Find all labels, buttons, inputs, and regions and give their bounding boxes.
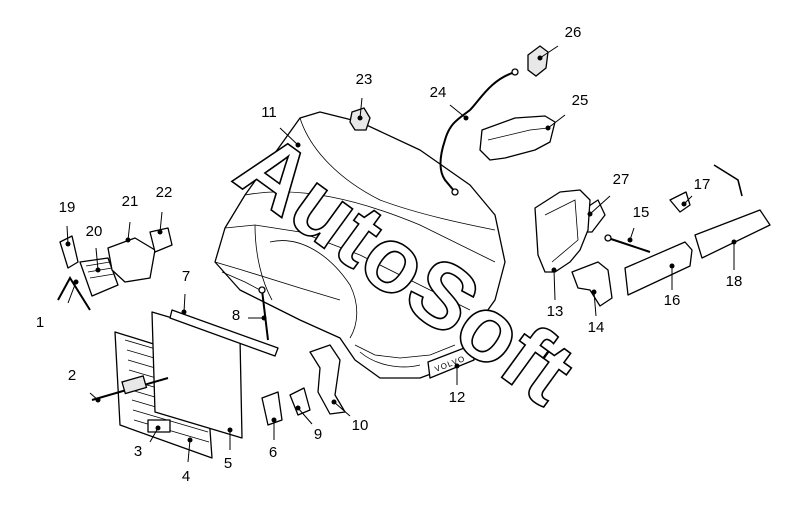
leader-line-25 bbox=[547, 114, 566, 129]
leader-line-9 bbox=[297, 407, 313, 425]
callout-label-21: 21 bbox=[122, 193, 139, 210]
leader-line-13 bbox=[553, 269, 556, 301]
leader-line-21 bbox=[127, 221, 131, 241]
hinge-bracket bbox=[289, 387, 311, 416]
corner-bracket bbox=[571, 261, 613, 307]
lamp-lens bbox=[59, 235, 79, 269]
callout-label-4: 4 bbox=[182, 468, 190, 485]
lamp-bracket bbox=[149, 227, 173, 253]
leader-dot-10 bbox=[331, 399, 337, 405]
leader-dot-18 bbox=[731, 239, 737, 245]
leader-dot-14 bbox=[591, 289, 597, 295]
leader-dot-23 bbox=[357, 115, 363, 121]
callout-label-10: 10 bbox=[352, 417, 369, 434]
leader-line-26 bbox=[539, 45, 559, 59]
callout-label-8: 8 bbox=[232, 307, 240, 324]
leader-line-4 bbox=[187, 439, 191, 463]
badge-plate: VOLVO bbox=[427, 344, 475, 379]
callout-label-9: 9 bbox=[314, 426, 322, 443]
callout-label-11: 11 bbox=[261, 104, 277, 121]
leader-dot-4 bbox=[187, 437, 193, 443]
leader-line-27 bbox=[589, 195, 611, 215]
leader-line-20 bbox=[95, 247, 99, 271]
lamp-unit bbox=[79, 257, 119, 297]
cover-panel bbox=[479, 115, 556, 161]
leader-line-19 bbox=[66, 225, 69, 245]
hinge-plate bbox=[261, 391, 283, 426]
leader-dot-2 bbox=[95, 397, 101, 403]
leader-line-14 bbox=[593, 291, 597, 317]
leader-dot-27 bbox=[587, 211, 593, 217]
bracket-part bbox=[527, 45, 549, 77]
callout-label-16: 16 bbox=[664, 292, 681, 309]
callout-label-7: 7 bbox=[182, 268, 190, 285]
leader-line-22 bbox=[159, 211, 163, 233]
callout-label-18: 18 bbox=[726, 273, 743, 290]
side-panel bbox=[534, 189, 591, 273]
leader-line-10 bbox=[333, 401, 351, 417]
hood-assembly bbox=[214, 111, 506, 379]
callout-label-24: 24 bbox=[430, 84, 447, 101]
leader-line-23 bbox=[359, 97, 363, 119]
leader-dot-25 bbox=[545, 125, 551, 131]
leader-dot-15 bbox=[627, 237, 633, 243]
callout-label-19: 19 bbox=[59, 199, 76, 216]
callout-label-20: 20 bbox=[86, 223, 103, 240]
leader-dot-9 bbox=[295, 405, 301, 411]
hook-part bbox=[57, 276, 91, 311]
hood-stay bbox=[261, 289, 269, 341]
callout-label-2: 2 bbox=[68, 367, 76, 384]
end-panel bbox=[694, 209, 771, 259]
callout-label-13: 13 bbox=[547, 303, 564, 320]
leader-dot-21 bbox=[125, 237, 131, 243]
callout-label-15: 15 bbox=[633, 204, 650, 221]
support-rod bbox=[604, 234, 651, 253]
leader-dot-19 bbox=[65, 241, 71, 247]
leader-dot-3 bbox=[155, 425, 161, 431]
release-cable bbox=[439, 68, 519, 196]
leader-line-3 bbox=[149, 427, 159, 443]
leader-dot-26 bbox=[537, 55, 543, 61]
leader-dot-6 bbox=[271, 417, 277, 423]
leader-line-24 bbox=[449, 104, 467, 119]
leader-dot-11 bbox=[295, 142, 301, 148]
leader-dot-5 bbox=[227, 427, 233, 433]
callout-label-25: 25 bbox=[572, 92, 589, 109]
leader-dot-1 bbox=[73, 279, 79, 285]
callout-label-17: 17 bbox=[694, 176, 711, 193]
leader-dot-7 bbox=[181, 309, 187, 315]
callout-label-1: 1 bbox=[36, 314, 44, 331]
leader-dot-22 bbox=[157, 229, 163, 235]
callout-label-6: 6 bbox=[269, 444, 277, 461]
step-panel bbox=[624, 241, 693, 296]
leader-dot-8 bbox=[261, 315, 267, 321]
hinge-arm bbox=[309, 344, 346, 415]
callout-label-12: 12 bbox=[449, 389, 466, 406]
leader-line-11 bbox=[279, 127, 299, 146]
callout-label-3: 3 bbox=[134, 443, 142, 460]
tool-handle bbox=[121, 375, 148, 395]
small-bracket bbox=[669, 191, 691, 213]
trim-strip bbox=[169, 309, 279, 357]
lamp-housing bbox=[107, 237, 156, 283]
callout-label-14: 14 bbox=[588, 319, 605, 336]
leader-line-7 bbox=[183, 293, 186, 313]
leader-dot-12 bbox=[454, 363, 460, 369]
callout-label-5: 5 bbox=[224, 455, 232, 472]
leader-dot-20 bbox=[95, 267, 101, 273]
callout-label-27: 27 bbox=[613, 171, 630, 188]
leader-dot-24 bbox=[463, 115, 469, 121]
leader-dot-17 bbox=[681, 201, 687, 207]
callout-label-26: 26 bbox=[565, 24, 582, 41]
callout-label-23: 23 bbox=[356, 71, 373, 88]
callout-label-22: 22 bbox=[156, 184, 173, 201]
leader-dot-13 bbox=[551, 267, 557, 273]
leader-line-1 bbox=[67, 281, 77, 304]
leader-dot-16 bbox=[669, 263, 675, 269]
